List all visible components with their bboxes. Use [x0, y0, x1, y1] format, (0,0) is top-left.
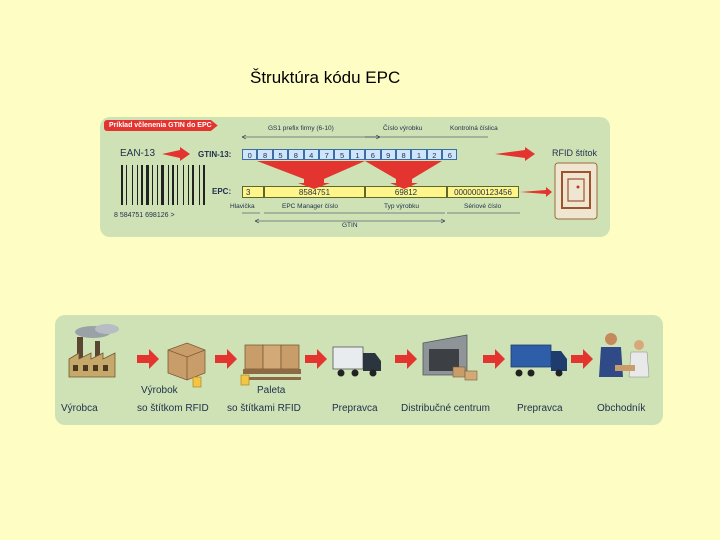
step-label-retailer: Obchodník [597, 403, 645, 414]
manager-funnel [257, 161, 365, 189]
ean-arrow [162, 147, 190, 161]
chain-arrow-5 [483, 349, 505, 369]
epc-structure-panel: Príklad včlenenia GTIN do EPC GS1 prefix… [100, 117, 610, 237]
step-label-distribution: Distribučné centrum [401, 403, 490, 414]
chain-arrow-6 [571, 349, 593, 369]
pallet-icon [241, 345, 301, 385]
chain-arrow-2 [215, 349, 237, 369]
factory-icon [69, 324, 119, 377]
chain-arrow-4 [395, 349, 417, 369]
epc-diagram-graphics [100, 117, 610, 237]
step-label-product: Výrobok [141, 385, 178, 396]
step-label-manufacturer: Výrobca [61, 403, 98, 414]
step-label-product-2: so štítkom RFID [137, 403, 209, 414]
type-funnel [365, 161, 442, 189]
step-label-carrier-1: Prepravca [332, 403, 378, 414]
chain-arrow-3 [305, 349, 327, 369]
retailer-icon [599, 333, 649, 377]
page-title: Štruktúra kódu EPC [250, 68, 400, 88]
rfid-arrow [495, 147, 535, 161]
epc-rfid-arrow [520, 187, 552, 197]
distribution-center-icon [423, 335, 477, 380]
supply-chain-panel: Výrobca Výrobok so štítkom RFID Paleta s… [55, 315, 663, 425]
truck-icon-1 [333, 347, 381, 377]
truck-icon-2 [511, 345, 567, 377]
step-label-pallet-2: so štítkami RFID [227, 403, 301, 414]
chain-arrow-1 [137, 349, 159, 369]
product-box-icon [168, 343, 205, 387]
step-label-carrier-2: Prepravca [517, 403, 563, 414]
step-label-pallet: Paleta [257, 385, 285, 396]
